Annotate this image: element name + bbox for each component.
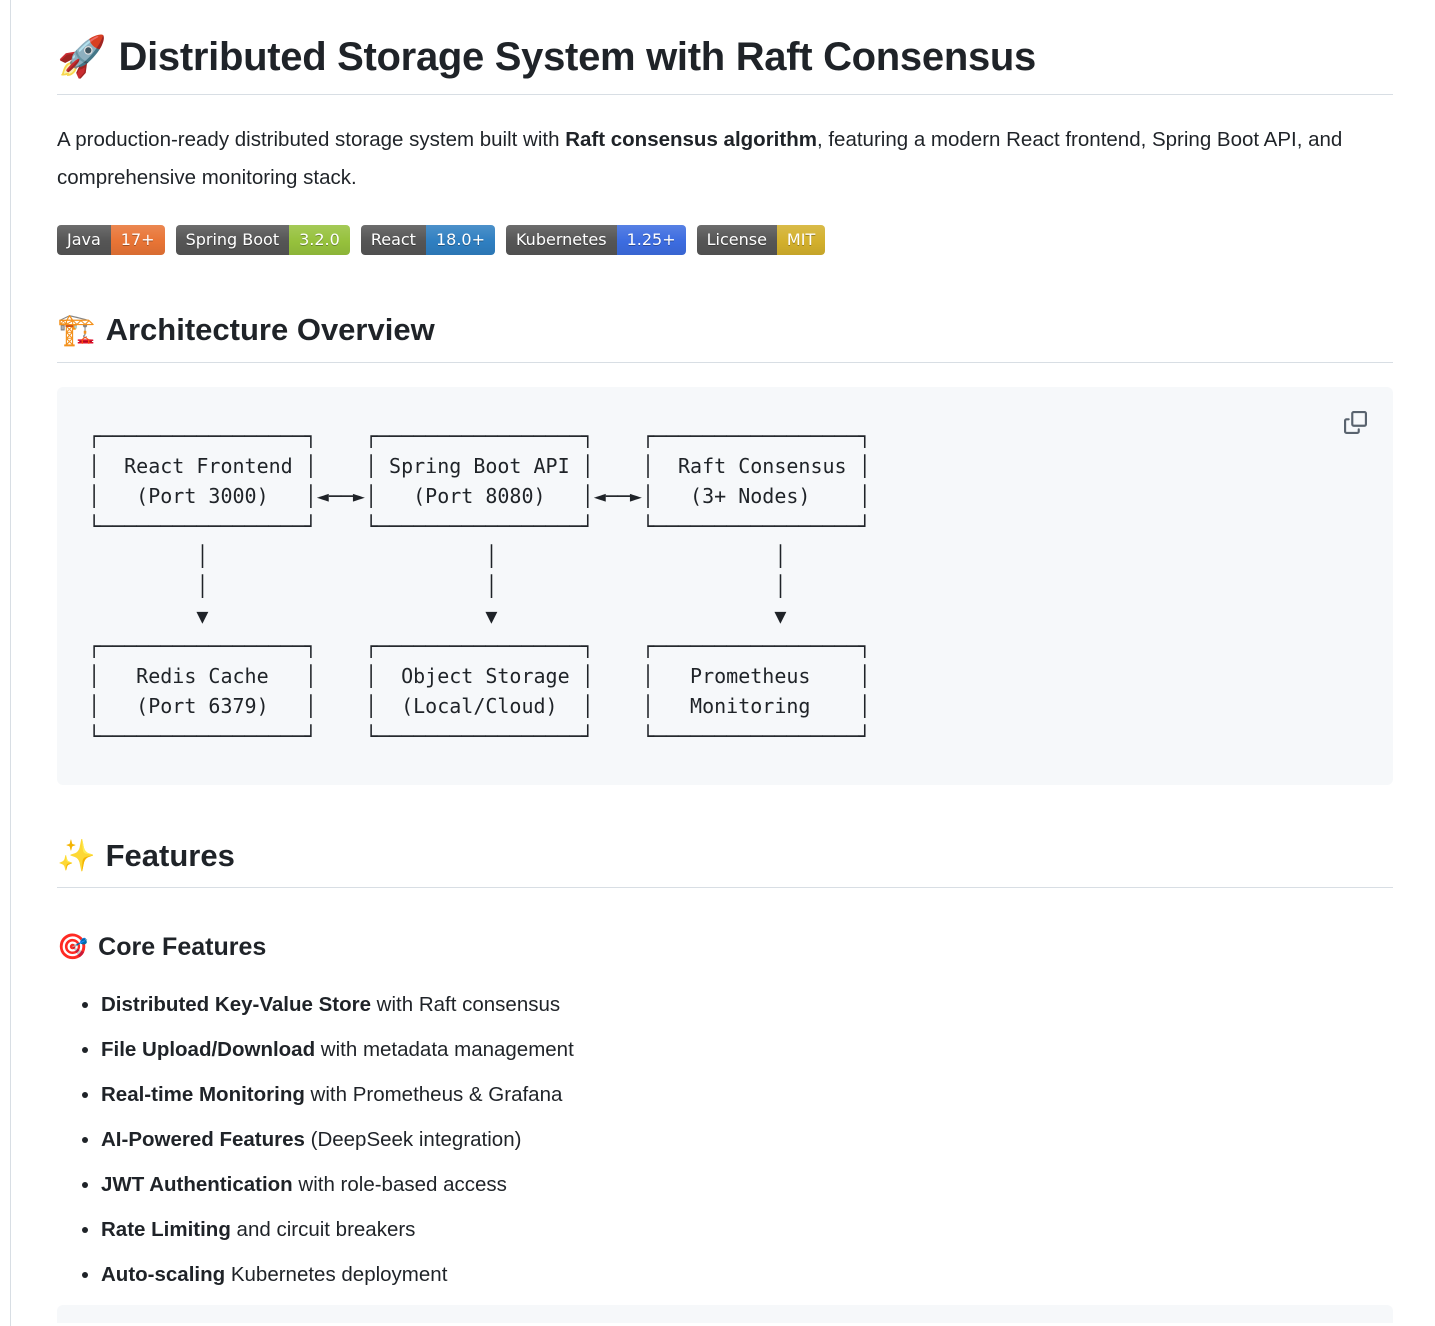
- badge-value: 3.2.0: [289, 224, 350, 255]
- badge-kubernetes: Kubernetes 1.25+: [505, 224, 686, 255]
- badge-label: Kubernetes: [505, 224, 617, 255]
- ascii-architecture-diagram: ┌─────────────────┐ ┌─────────────────┐ …: [88, 423, 871, 748]
- page-title-text: Distributed Storage System with Raft Con…: [118, 35, 1037, 79]
- partial-next-codeblock: [57, 1305, 1393, 1324]
- badge-value: 1.25+: [616, 224, 686, 255]
- rocket-icon: 🚀: [57, 34, 107, 80]
- target-icon: 🎯: [57, 932, 89, 962]
- feature-item: Real-time Monitoring with Prometheus & G…: [101, 1080, 1393, 1110]
- badge-react: React 18.0+: [360, 224, 495, 255]
- badge-value: 18.0+: [425, 224, 495, 255]
- copy-icon: [1344, 410, 1367, 434]
- core-features-heading: 🎯Core Features: [57, 932, 267, 962]
- badge-label: React: [360, 224, 426, 255]
- badge-label: License: [696, 224, 777, 255]
- feature-item: JWT Authentication with role-based acces…: [101, 1170, 1393, 1200]
- badge-row: Java 17+ Spring Boot 3.2.0 React 18.0+ K…: [57, 224, 1393, 255]
- badge-value: 17+: [110, 224, 165, 255]
- features-heading: ✨Features: [57, 837, 1393, 889]
- architecture-overview-heading: 🏗️Architecture Overview: [57, 311, 1393, 363]
- feature-item: AI-Powered Features (DeepSeek integratio…: [101, 1125, 1393, 1155]
- page-border: [10, 0, 11, 1326]
- intro-bold: Raft consensus algorithm: [565, 128, 817, 151]
- feature-item: Distributed Key-Value Store with Raft co…: [101, 990, 1393, 1020]
- intro-paragraph: A production-ready distributed storage s…: [57, 128, 1343, 189]
- badge-label: Spring Boot: [175, 224, 290, 255]
- copy-button[interactable]: [1335, 410, 1367, 443]
- badge-value: MIT: [776, 224, 826, 255]
- core-features-list: Distributed Key-Value Store with Raft co…: [57, 990, 1393, 1290]
- page-title: 🚀Distributed Storage System with Raft Co…: [57, 32, 1393, 95]
- architecture-diagram-codeblock: ┌─────────────────┐ ┌─────────────────┐ …: [57, 386, 1393, 785]
- feature-item: Auto-scaling Kubernetes deployment: [101, 1260, 1393, 1290]
- badge-label: Java: [57, 224, 111, 255]
- construction-crane-icon: 🏗️: [57, 311, 96, 348]
- sparkles-icon: ✨: [57, 837, 96, 874]
- feature-item: File Upload/Download with metadata manag…: [101, 1035, 1393, 1065]
- feature-item: Rate Limiting and circuit breakers: [101, 1215, 1393, 1245]
- badge-spring-boot: Spring Boot 3.2.0: [175, 224, 350, 255]
- badge-java: Java 17+: [57, 224, 165, 255]
- badge-license: License MIT: [696, 224, 826, 255]
